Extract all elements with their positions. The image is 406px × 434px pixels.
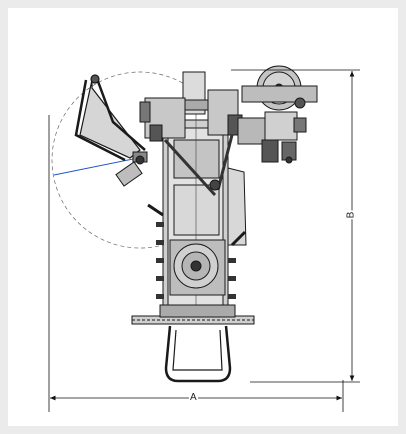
reel: [241, 65, 318, 111]
stand-frame: [164, 325, 232, 383]
head-assembly: [139, 71, 243, 197]
swing-arm: [74, 74, 146, 162]
height-dimension-label: B: [345, 210, 357, 220]
base-platform: [131, 304, 255, 325]
arm-gripper: [115, 151, 148, 187]
drive-pulley: [169, 239, 226, 296]
width-dimension-label: A: [189, 392, 198, 403]
bolt-rows: [156, 222, 236, 299]
side-covers: [147, 167, 247, 247]
right-actuator: [237, 111, 307, 164]
